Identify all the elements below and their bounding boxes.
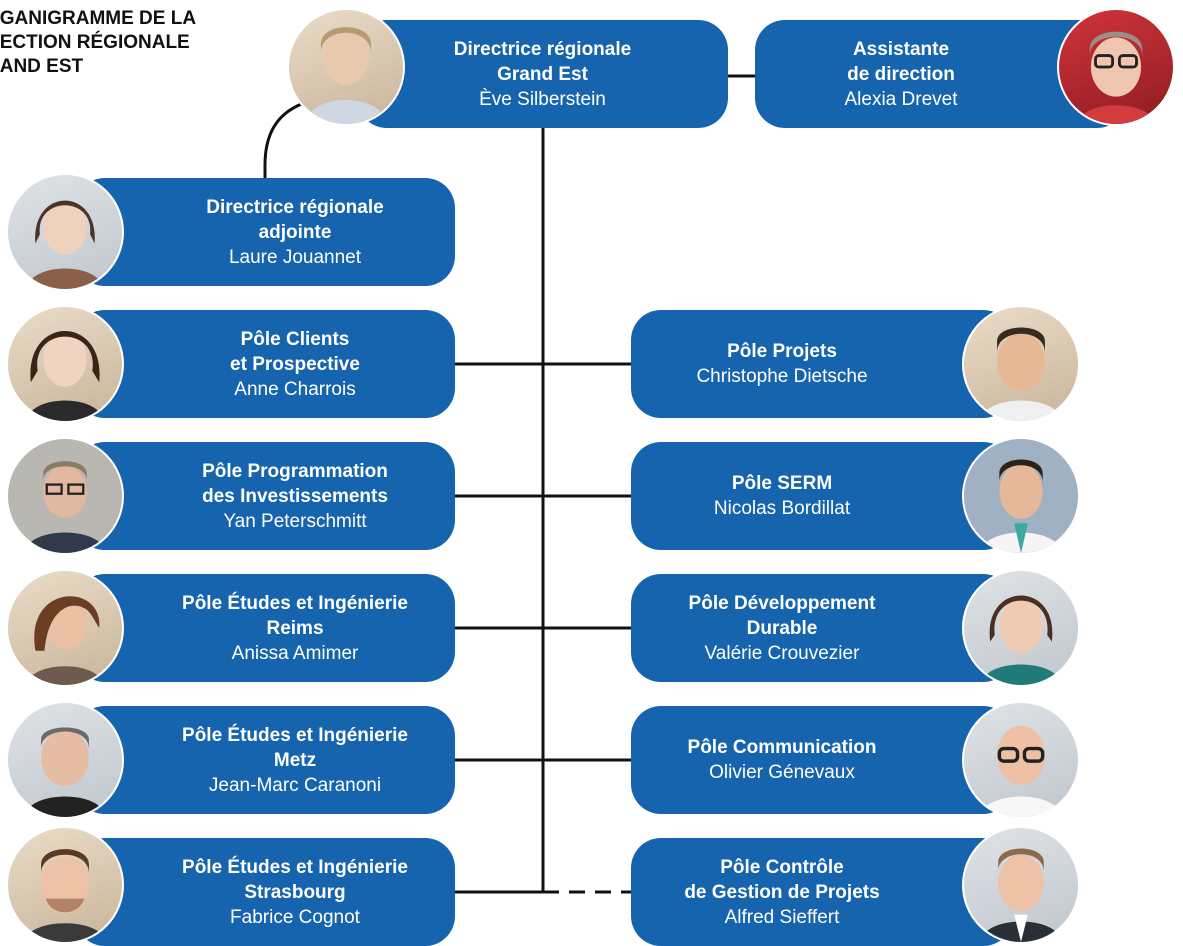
chart-title-line-2: RECTION RÉGIONALE: [0, 32, 190, 53]
node-director-title-1: Directrice régionale: [453, 38, 632, 60]
avatar-projets: [962, 305, 1080, 423]
node-programmation-name: Yan Peterschmitt: [223, 510, 367, 532]
node-dev-durable-title-1: Pôle Développement: [688, 592, 876, 614]
node-dev-durable: Pôle Développement Durable Valérie Crouv…: [631, 574, 1013, 682]
node-programmation-title-2: des Investissements: [202, 485, 388, 507]
avatar-deputy: [6, 173, 124, 291]
node-deputy-title-2: adjointe: [258, 221, 332, 243]
chart-title-line-1: RGANIGRAMME DE LA: [0, 8, 197, 29]
node-metz-title-2: Metz: [273, 749, 317, 771]
node-strasbourg-name: Fabrice Cognot: [230, 906, 360, 928]
node-projets-name: Christophe Dietsche: [696, 366, 868, 387]
node-programmation: Pôle Programmation des Investissements Y…: [75, 442, 455, 550]
node-serm: Pôle SERM Nicolas Bordillat: [631, 442, 1013, 550]
node-metz-name: Jean-Marc Caranoni: [208, 774, 382, 796]
node-strasbourg: Pôle Études et Ingénierie Strasbourg Fab…: [75, 838, 455, 946]
avatar-dev-durable: [962, 569, 1080, 687]
node-metz: Pôle Études et Ingénierie Metz Jean-Marc…: [75, 706, 455, 814]
avatar-clients: [6, 305, 124, 423]
node-controle-title-1: Pôle Contrôle: [720, 856, 844, 878]
node-reims-title-1: Pôle Études et Ingénierie: [182, 592, 408, 614]
node-strasbourg-title-2: Strasbourg: [244, 881, 346, 903]
avatar-reims: [6, 569, 124, 687]
node-deputy-name: Laure Jouannet: [228, 246, 362, 268]
avatar-assistant: [1057, 8, 1175, 126]
node-controle: Pôle Contrôle de Gestion de Projets Alfr…: [631, 838, 1013, 946]
node-reims-title-2: Reims: [266, 617, 324, 639]
node-communication: Pôle Communication Olivier Génevaux: [631, 706, 1013, 814]
node-serm-title-1: Pôle SERM: [731, 473, 833, 494]
node-assistant-name: Alexia Drevet: [844, 88, 958, 110]
node-programmation-title-1: Pôle Programmation: [202, 460, 388, 482]
node-director-name: Ève Silberstein: [479, 88, 606, 110]
node-controle-title-2: de Gestion de Projets: [684, 881, 880, 903]
node-communication-title-1: Pôle Communication: [687, 737, 877, 758]
node-serm-name: Nicolas Bordillat: [713, 498, 851, 519]
node-clients-title-2: et Prospective: [230, 353, 360, 375]
node-reims-name: Anissa Amimer: [231, 642, 359, 664]
avatar-programmation: [6, 437, 124, 555]
avatar-metz: [6, 701, 124, 819]
node-controle-name: Alfred Sieffert: [724, 906, 840, 928]
node-reims: Pôle Études et Ingénierie Reims Anissa A…: [75, 574, 455, 682]
chart-title-line-3: RAND EST: [0, 56, 84, 77]
avatar-controle: [962, 826, 1080, 944]
node-deputy: Directrice régionale adjointe Laure Joua…: [75, 178, 455, 286]
avatar-serm: [962, 437, 1080, 555]
node-clients-title-1: Pôle Clients: [240, 328, 350, 350]
node-deputy-title-1: Directrice régionale: [206, 196, 384, 218]
avatar-communication: [962, 701, 1080, 819]
node-dev-durable-name: Valérie Crouvezier: [704, 642, 860, 664]
node-metz-title-1: Pôle Études et Ingénierie: [182, 724, 408, 746]
node-director-title-2: Grand Est: [497, 63, 588, 85]
node-director: Directrice régionale Grand Est Ève Silbe…: [357, 20, 728, 128]
node-communication-name: Olivier Génevaux: [709, 762, 855, 783]
node-projets: Pôle Projets Christophe Dietsche: [631, 310, 1013, 418]
node-clients: Pôle Clients et Prospective Anne Charroi…: [75, 310, 455, 418]
node-clients-name: Anne Charrois: [234, 378, 356, 400]
node-assistant-title-1: Assistante: [852, 38, 950, 60]
node-dev-durable-title-2: Durable: [746, 617, 818, 639]
avatar-strasbourg: [6, 826, 124, 944]
node-projets-title-1: Pôle Projets: [727, 341, 837, 362]
node-strasbourg-title-1: Pôle Études et Ingénierie: [182, 856, 408, 878]
chart-title: RGANIGRAMME DE LA RECTION RÉGIONALE RAND…: [0, 7, 196, 79]
avatar-director: [287, 8, 405, 126]
node-assistant-title-2: de direction: [847, 63, 955, 85]
